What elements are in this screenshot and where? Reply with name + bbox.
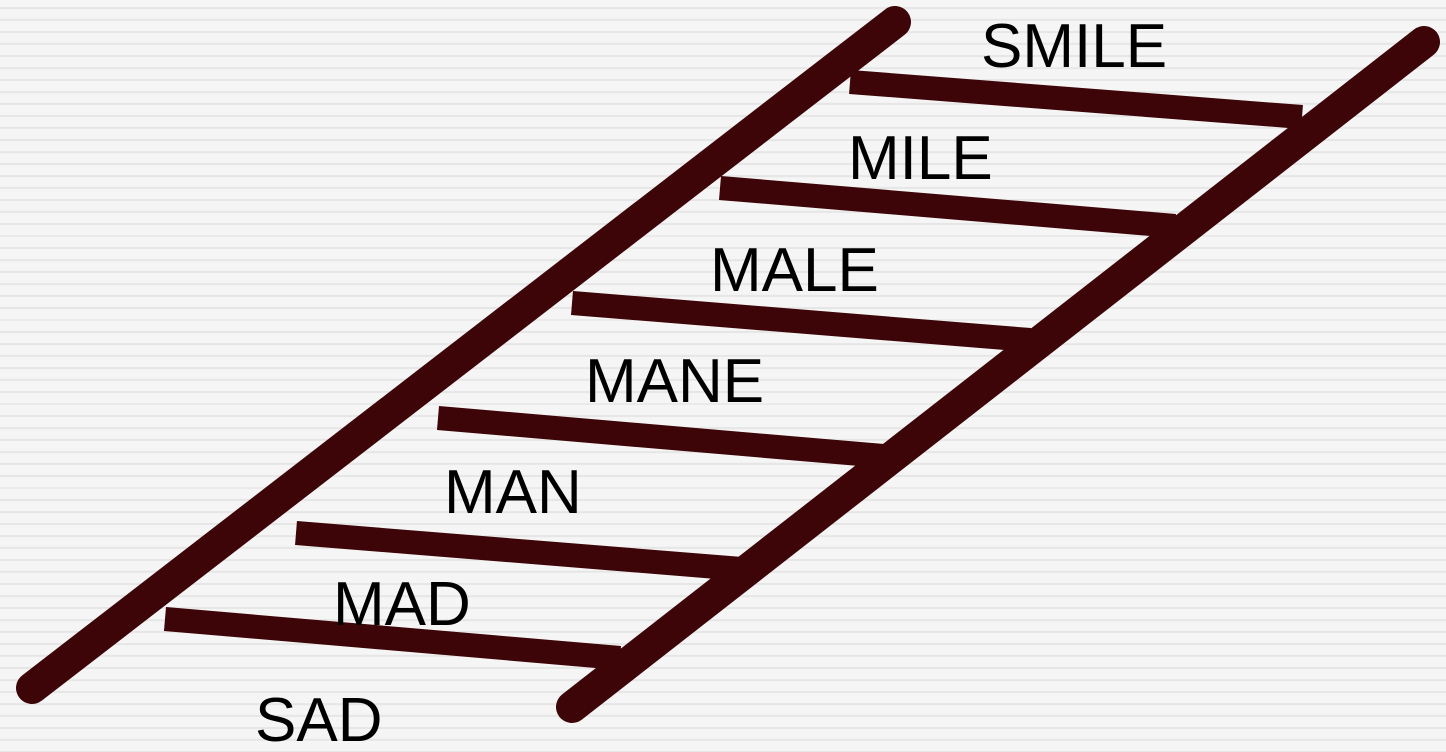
word-male: MALE (710, 240, 879, 302)
ladder-rung-1 (850, 82, 1302, 117)
word-man: MAN (444, 462, 582, 524)
ladder-rung-5 (296, 533, 754, 570)
word-mad: MAD (333, 574, 471, 636)
word-mane: MANE (585, 351, 764, 413)
ladder-rung-3 (572, 303, 1030, 340)
ladder-rung-2 (720, 188, 1175, 226)
word-mile: MILE (848, 128, 993, 190)
word-smile: SMILE (981, 16, 1167, 78)
word-sad: SAD (255, 690, 382, 752)
ladder-rung-4 (438, 418, 895, 457)
